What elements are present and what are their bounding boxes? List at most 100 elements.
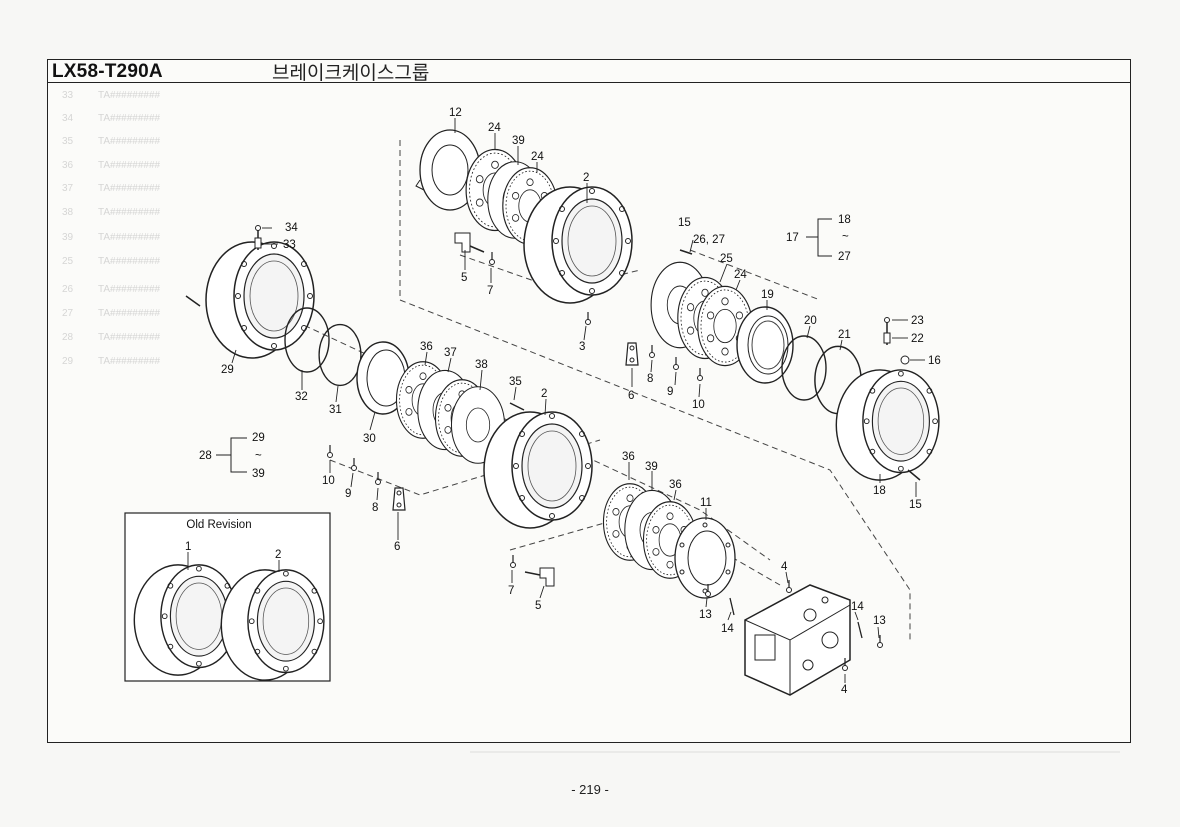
callout-label: ~ — [842, 231, 849, 243]
callout-label: 10 — [322, 475, 335, 487]
callout-label: 10 — [692, 399, 705, 411]
callout-label: 18 — [838, 214, 851, 226]
callout-label: 36 — [669, 479, 682, 491]
svg-text:TA#########: TA######### — [98, 207, 161, 218]
svg-text:26: 26 — [62, 284, 74, 295]
svg-text:TA#########: TA######### — [98, 183, 161, 194]
callout-label: 11 — [700, 497, 712, 509]
svg-text:TA#########: TA######### — [98, 256, 161, 267]
callout-label: 5 — [461, 272, 467, 284]
callout-label: 27 — [838, 251, 851, 263]
svg-text:33: 33 — [62, 90, 74, 101]
callout-label: 35 — [509, 376, 522, 388]
svg-text:TA#########: TA######### — [98, 160, 161, 171]
part-10-nut-b — [326, 444, 334, 459]
svg-text:29: 29 — [62, 356, 74, 367]
callout-label: 18 — [873, 485, 886, 497]
callout-label: 29 — [252, 432, 265, 444]
part-10-nut — [696, 367, 704, 382]
svg-text:TA#########: TA######### — [98, 90, 161, 101]
part-6-lever — [625, 342, 639, 366]
part-2-brake-case — [523, 186, 633, 304]
callout-label: 13 — [873, 615, 886, 627]
part-7-pin — [488, 251, 496, 266]
part-13-bolt-b — [876, 634, 884, 649]
callout-label: 2 — [583, 172, 589, 184]
svg-text:TA#########: TA######### — [98, 308, 161, 319]
part-5-bracket-b — [524, 567, 555, 587]
callout-label: 6 — [628, 390, 634, 402]
part-33-34-bleeder — [254, 225, 262, 250]
bracket-28 — [216, 437, 247, 473]
transmission-housing — [744, 584, 851, 696]
callout-label: 13 — [699, 609, 712, 621]
callout-label: 8 — [647, 373, 653, 385]
callout-label: 22 — [911, 333, 924, 345]
svg-text:TA#########: TA######### — [98, 356, 161, 367]
leader-lines — [187, 118, 925, 683]
part-7-pin-b — [509, 554, 517, 569]
svg-text:TA#########: TA######### — [98, 232, 161, 243]
part-9-nut — [672, 356, 680, 371]
callout-label: 7 — [508, 585, 514, 597]
callout-label: 34 — [285, 222, 298, 234]
group-title: 브레이크케이스그룹 — [272, 63, 430, 84]
callout-label: 16 — [928, 355, 941, 367]
part-15-pin-upper — [679, 249, 693, 255]
callout-label: 2 — [541, 388, 547, 400]
title-bar — [47, 59, 1131, 83]
svg-text:34: 34 — [62, 113, 74, 124]
part-2-brake-case-b — [483, 411, 593, 529]
part-18-brake-housing — [835, 369, 940, 481]
part-22-23-bleeder — [883, 317, 891, 345]
callout-label: 29 — [221, 364, 234, 376]
callout-label: 39 — [645, 461, 658, 473]
part-9-nut-b — [350, 457, 358, 472]
callout-label: 1 — [185, 541, 191, 553]
callout-label: 38 — [475, 359, 488, 371]
callout-label: 32 — [295, 391, 308, 403]
callout-label: 33 — [283, 239, 296, 251]
svg-text:37: 37 — [62, 183, 74, 194]
callout-label: 30 — [363, 433, 376, 445]
callout-label: 37 — [444, 347, 457, 359]
part-20-o-ring — [781, 335, 827, 401]
svg-text:35: 35 — [62, 136, 74, 147]
bracket-17 — [806, 218, 832, 257]
part-5-bracket — [454, 232, 485, 253]
part-30-piston — [356, 341, 410, 415]
callout-label: 5 — [535, 600, 541, 612]
svg-text:39: 39 — [62, 232, 74, 243]
inset-title: Old Revision — [186, 519, 251, 531]
page-number: - 219 - — [571, 782, 609, 797]
part-8-washer-b — [374, 471, 382, 486]
callout-label: 21 — [838, 329, 851, 341]
old-revision-inset: Old Revision — [124, 512, 331, 682]
svg-text:TA#########: TA######### — [98, 136, 161, 147]
callout-label: 4 — [841, 684, 848, 696]
part-11-gasket — [674, 517, 736, 599]
callout-label: 9 — [667, 386, 673, 398]
svg-text:25: 25 — [62, 256, 74, 267]
callout-label: 14 — [721, 623, 734, 635]
callout-label: 36 — [420, 341, 433, 353]
callout-label: 15 — [909, 499, 922, 511]
svg-text:36: 36 — [62, 160, 74, 171]
part-14-stud — [729, 597, 735, 616]
callout-label: 39 — [252, 468, 265, 480]
callout-label: 2 — [275, 549, 281, 561]
svg-text:TA#########: TA######### — [98, 332, 161, 343]
callout-label: 24 — [488, 122, 501, 134]
callout-labels: 12 24 39 24 2 34 33 15 26, 27 17 18 ~ 27… — [185, 107, 941, 696]
part-14-stud-b — [857, 621, 863, 639]
callout-label: 9 — [345, 488, 351, 500]
callout-label: 25 — [720, 253, 733, 265]
callout-label: 24 — [734, 269, 747, 281]
callout-label: 17 — [786, 232, 799, 244]
svg-text:38: 38 — [62, 207, 74, 218]
callout-label: 19 — [761, 289, 774, 301]
callout-label: 8 — [372, 502, 378, 514]
